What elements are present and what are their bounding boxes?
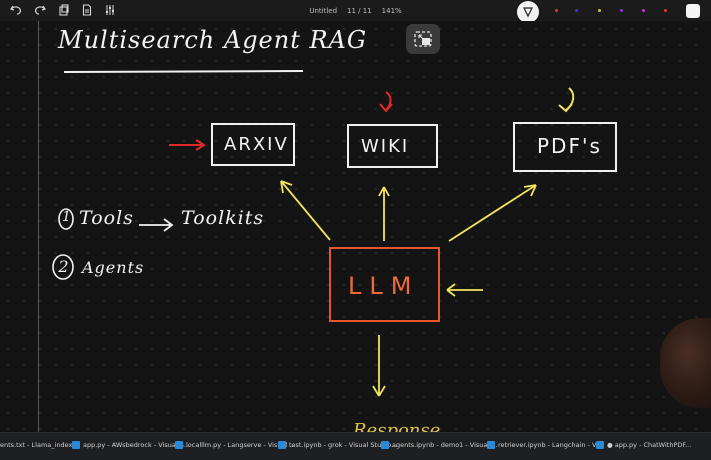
taskbar-item-label: ents.txt - Llama_index... bbox=[0, 441, 79, 449]
document-icon[interactable] bbox=[80, 3, 94, 17]
taskbar-item[interactable]: retriever.ipynb - Langchain - Vi... bbox=[487, 437, 604, 453]
pen-tool-button[interactable] bbox=[517, 1, 539, 23]
vscode-icon bbox=[381, 441, 389, 449]
vscode-icon bbox=[487, 441, 495, 449]
item-1-text: Tools bbox=[79, 207, 134, 229]
arxiv-label: ARXIV bbox=[224, 134, 289, 155]
taskbar-item[interactable]: ● app.py - ChatWithPDF... bbox=[596, 437, 691, 453]
color-swatch-red[interactable] bbox=[555, 9, 558, 12]
llm-label: LLM bbox=[348, 272, 420, 300]
taskbar-item[interactable]: ents.txt - Llama_index... bbox=[0, 437, 79, 453]
color-swatch-magenta[interactable] bbox=[642, 9, 645, 12]
taskbar-item-label: test.ipynb - grok - Visual Studio... bbox=[289, 441, 398, 449]
taskbar-item-label: ● app.py - ChatWithPDF... bbox=[607, 441, 692, 449]
item-2-text: Agents bbox=[82, 258, 145, 277]
taskbar-item[interactable]: test.ipynb - grok - Visual Studio... bbox=[278, 437, 397, 453]
item-1-target: Toolkits bbox=[181, 207, 265, 229]
sliders-icon[interactable] bbox=[103, 3, 117, 17]
item-1-number: 1 bbox=[62, 209, 72, 225]
window-resize-icon bbox=[414, 31, 432, 47]
wiki-label: WIKI bbox=[361, 136, 410, 157]
vscode-icon bbox=[278, 441, 286, 449]
taskbar-item-label: app.py - AWsbedrock - Visual S... bbox=[83, 441, 191, 449]
llm-box bbox=[329, 247, 440, 322]
vscode-icon bbox=[596, 441, 604, 449]
copy-icon[interactable] bbox=[57, 3, 71, 17]
taskbar-item[interactable]: localllm.py - Langserve - Visual ... bbox=[175, 437, 296, 453]
taskbar-item-label: retriever.ipynb - Langchain - Vi... bbox=[498, 441, 605, 449]
pen-icon bbox=[523, 7, 533, 18]
arxiv-box bbox=[211, 123, 295, 166]
zoom-level[interactable]: 141% bbox=[381, 6, 402, 15]
item-2-number: 2 bbox=[58, 257, 70, 276]
taskbar: ents.txt - Llama_index... app.py - AWsbe… bbox=[0, 432, 711, 460]
vscode-icon bbox=[175, 441, 183, 449]
top-toolbar: Untitled 11 / 11 141% bbox=[0, 0, 711, 23]
wiki-box bbox=[347, 124, 438, 168]
color-swatch-blue[interactable] bbox=[575, 9, 578, 12]
webcam-overlay bbox=[660, 318, 711, 408]
whiteboard-canvas[interactable] bbox=[0, 21, 711, 432]
redo-icon[interactable] bbox=[33, 3, 47, 17]
taskbar-item-label: agents.ipynb - demo1 - Visual ... bbox=[392, 441, 498, 449]
document-title: Untitled bbox=[309, 6, 338, 15]
color-swatch-red-2[interactable] bbox=[664, 9, 667, 12]
color-swatch-purple[interactable] bbox=[620, 9, 623, 12]
taskbar-item-label: localllm.py - Langserve - Visual ... bbox=[186, 441, 296, 449]
color-swatch-yellow[interactable] bbox=[598, 9, 601, 12]
taskbar-item[interactable]: app.py - AWsbedrock - Visual S... bbox=[72, 437, 190, 453]
page-heading: Multisearch Agent RAG bbox=[58, 26, 368, 54]
expand-window-button[interactable] bbox=[406, 24, 440, 54]
pdfs-label: PDF's bbox=[537, 134, 602, 158]
taskbar-item[interactable]: agents.ipynb - demo1 - Visual ... bbox=[381, 437, 497, 453]
pdfs-box bbox=[513, 122, 617, 172]
margin-line bbox=[38, 21, 39, 432]
vscode-icon bbox=[72, 441, 80, 449]
shape-tool-button[interactable] bbox=[686, 4, 700, 18]
undo-icon[interactable] bbox=[9, 3, 23, 17]
page-indicator: 11 / 11 bbox=[347, 6, 372, 15]
